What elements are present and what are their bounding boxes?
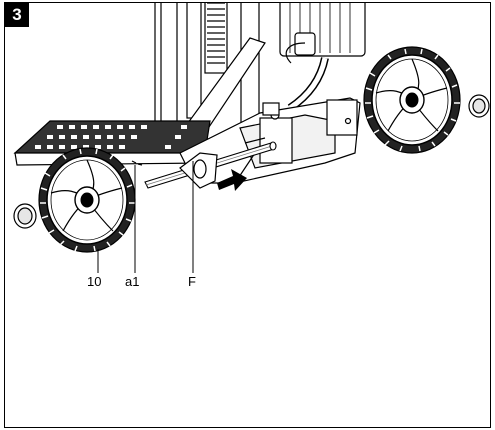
- wheel-right: [363, 46, 461, 154]
- wheel-left: [38, 147, 136, 253]
- push-arrow-left: [217, 169, 247, 191]
- figure-frame: 3 10 a1 F: [4, 2, 491, 428]
- hub-cap-left: [13, 203, 37, 229]
- step-number-badge: 3: [5, 3, 29, 27]
- callout-leaders: [97, 161, 194, 273]
- callout-wheel: 10: [87, 274, 102, 289]
- callout-axle-hole: a1: [125, 274, 140, 289]
- axle-bracket: [179, 152, 218, 189]
- chassis: [179, 97, 361, 184]
- hub-cap-right: [468, 94, 490, 118]
- callout-axle: F: [188, 274, 196, 289]
- wheel-assembly-illustration: [13, 3, 490, 273]
- axle-hole-marker: [131, 160, 143, 166]
